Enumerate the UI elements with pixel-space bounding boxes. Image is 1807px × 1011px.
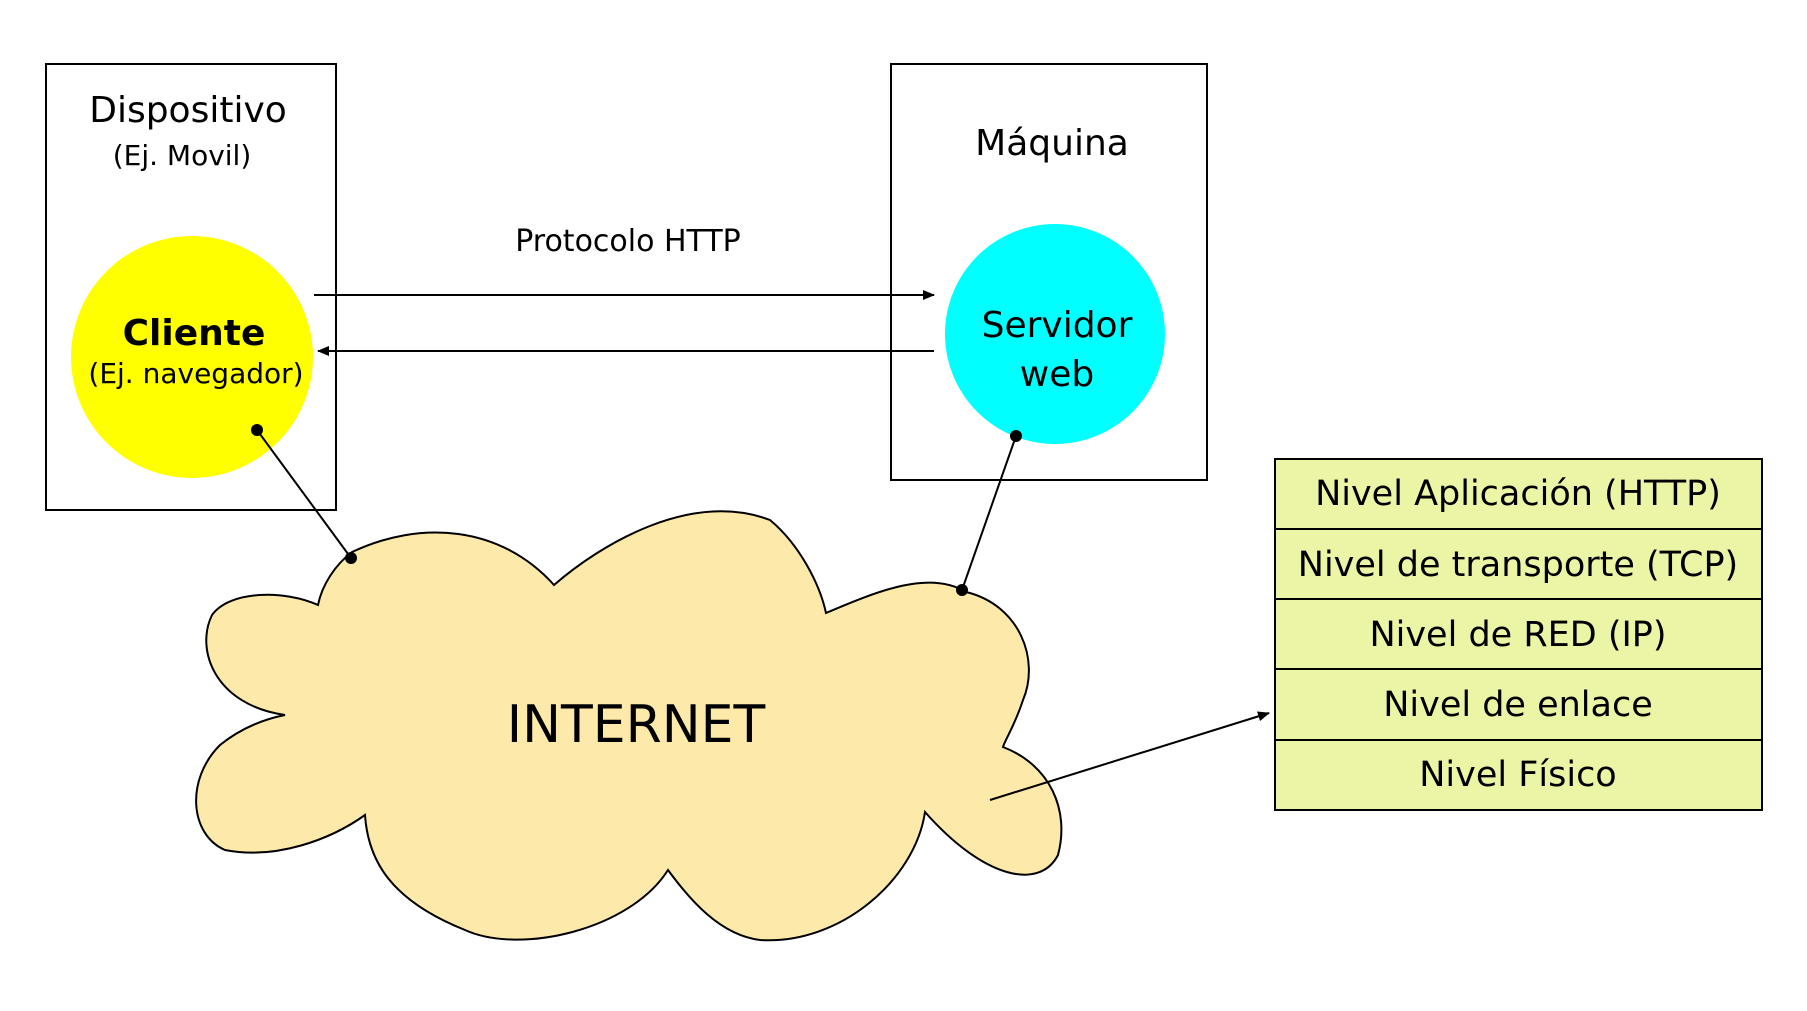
server-connector-dot: [1010, 430, 1022, 442]
layer-box: [1274, 598, 1763, 670]
network-layer-stack: Nivel Aplicación (HTTP) Nivel de transpo…: [1274, 458, 1763, 811]
machine-title: Máquina: [975, 123, 1129, 164]
internet-cloud: [195, 510, 1063, 942]
protocol-label: Protocolo HTTP: [515, 224, 741, 259]
layer-box: [1274, 668, 1763, 741]
layer-label: Nivel de enlace: [1383, 685, 1653, 725]
cloud-client-dot: [345, 552, 357, 564]
device-title: Dispositivo: [89, 90, 287, 131]
client-circle: [71, 236, 313, 478]
cloud-server-dot: [956, 584, 968, 596]
layer-label: Nivel Aplicación (HTTP): [1315, 474, 1721, 514]
client-title: Cliente: [123, 313, 266, 354]
server-label-line2: web: [1020, 354, 1094, 395]
client-connector-dot: [251, 424, 263, 436]
internet-label: INTERNET: [507, 695, 766, 755]
server-circle: [945, 224, 1165, 444]
layer-label: Nivel de transporte (TCP): [1298, 545, 1738, 585]
client-subtitle: (Ej. navegador): [88, 357, 303, 390]
layer-box: [1274, 739, 1763, 811]
server-internet-connector: [961, 435, 1017, 591]
server-label-line1: Servidor: [982, 305, 1133, 346]
client-internet-connector: [256, 429, 352, 559]
layer-label: Nivel Físico: [1419, 755, 1616, 795]
device-subtitle: (Ej. Movil): [113, 139, 252, 172]
layer-box: [1274, 528, 1763, 600]
layer-label: Nivel de RED (IP): [1369, 615, 1666, 655]
layers-arrow: [989, 711, 1270, 801]
